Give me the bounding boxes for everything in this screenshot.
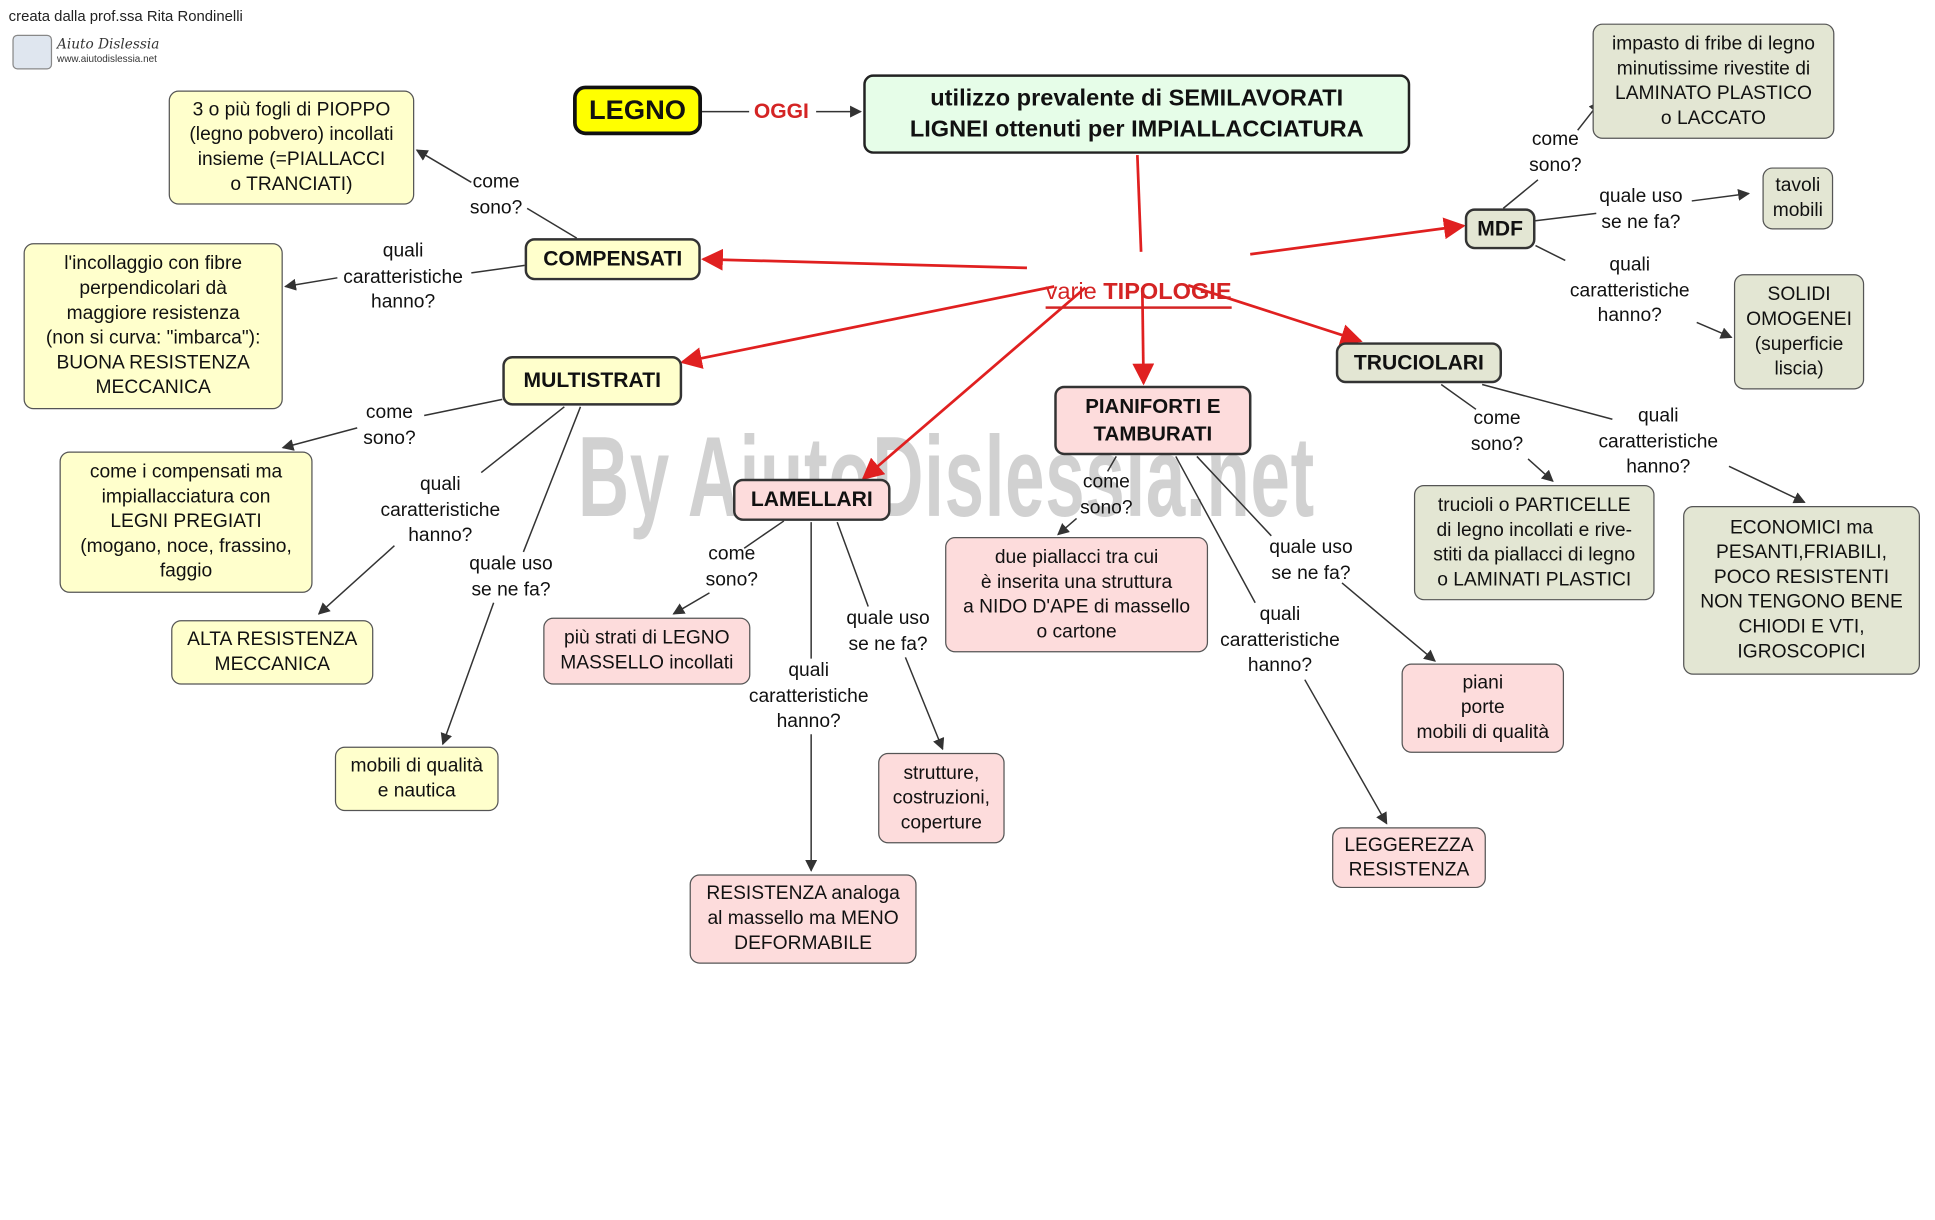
- link-truciolari-come: come sono?: [1470, 408, 1524, 455]
- edge-lamellari-come-arrow: [672, 592, 710, 615]
- node-lamellari-uso: strutture, costruzioni, coperture: [878, 752, 1005, 844]
- edge-multistrati-caratt: [480, 406, 565, 474]
- link-compensati-caratteristiche: quali caratteristiche hanno?: [343, 240, 463, 313]
- edge-multistrati-uso: [522, 406, 582, 553]
- link-lamellari-caratteristiche: quali caratteristiche hanno?: [748, 659, 869, 732]
- node-pianiforti-uso: piani porte mobili di qualità: [1401, 663, 1565, 753]
- edge-compensati-come: [526, 207, 578, 239]
- author-credit: creata dalla prof.ssa Rita Rondinelli: [8, 7, 243, 25]
- node-pianiforti-come: due piallacci tra cui è inserita una str…: [945, 537, 1209, 653]
- edge-varie-mdf: [1250, 217, 1466, 256]
- edge-multistrati-uso-arrow: [440, 602, 495, 746]
- edge-multistrati-caratt-arrow: [317, 545, 395, 615]
- link-truciolari-caratteristiche: quali caratteristiche hanno?: [1598, 405, 1719, 478]
- edge-compensati-caratt-arrow: [284, 277, 338, 291]
- edge-multistrati-come: [424, 398, 503, 417]
- edge-mdf-come: [1502, 179, 1539, 209]
- node-lamellari-caratteristiche: RESISTENZA analoga al massello ma MENO D…: [689, 874, 917, 964]
- edge-pianiforti-caratt-arrow: [1304, 679, 1388, 825]
- node-multistrati-come: come i compensati ma impiallacciatura co…: [59, 451, 313, 593]
- node-compensati-caratteristiche: l'incollaggio con fibre perpendicolari d…: [23, 243, 283, 410]
- edge-compensati-come-arrow: [415, 149, 472, 183]
- edge-lamellari-uso: [836, 521, 869, 607]
- edge-pianiforti-uso: [1196, 455, 1272, 537]
- link-oggi: OGGI: [753, 99, 809, 123]
- node-mdf: MDF: [1464, 208, 1536, 250]
- edge-mdf-uso: [1535, 212, 1597, 222]
- link-pianiforti-uso: quale uso se ne fa?: [1269, 537, 1353, 584]
- edge-multistrati-come-arrow: [281, 427, 358, 451]
- edge-pianiforti-uso-arrow: [1341, 582, 1436, 662]
- node-mdf-uso: tavoli mobili: [1762, 167, 1834, 230]
- edge-main-varie: [1135, 154, 1143, 252]
- link-mdf-come: come sono?: [1529, 128, 1582, 176]
- node-pianiforti-tamburati: PIANIFORTI E TAMBURATI: [1054, 385, 1252, 456]
- varie-label: varie: [1045, 279, 1104, 306]
- edge-pianiforti-come: [1106, 456, 1117, 472]
- node-multistrati-uso: mobili di qualità e nautica: [334, 746, 499, 812]
- node-mdf-caratteristiche: SOLIDI OMOGENEI (superficie liscia): [1733, 274, 1865, 390]
- edge-varie-lamellari: [861, 286, 1087, 481]
- node-varie-tipologie: varie TIPOLOGIE: [1045, 252, 1232, 309]
- connector-layer: [281, 100, 1806, 872]
- node-pianiforti-caratteristiche: LEGGEREZZA RESISTENZA: [1332, 827, 1486, 889]
- node-legno: LEGNO: [573, 85, 703, 136]
- node-compensati: COMPENSATI: [524, 238, 701, 281]
- node-multistrati-caratteristiche: ALTA RESISTENZA MECCANICA: [171, 620, 374, 685]
- link-multistrati-uso: quale uso se ne fa?: [469, 553, 553, 600]
- edge-mdf-caratt-arrow: [1696, 321, 1733, 339]
- link-pianiforti-come: come sono?: [1080, 471, 1133, 518]
- node-main-concept: utilizzo prevalente di SEMILAVORATI LIGN…: [863, 74, 1411, 154]
- node-truciolari-come: trucioli o PARTICELLE di legno incollati…: [1413, 484, 1655, 601]
- edge-varie-truciolari: [1187, 283, 1363, 346]
- node-multistrati: MULTISTRATI: [502, 355, 683, 406]
- node-lamellari-come: più strati di LEGNO MASSELLO incollati: [543, 617, 751, 685]
- edge-mdf-caratt: [1535, 244, 1566, 262]
- link-multistrati-caratteristiche: quali caratteristiche hanno?: [380, 473, 501, 546]
- link-pianiforti-caratteristiche: quali caratteristiche hanno?: [1220, 604, 1340, 676]
- tipologie-label: TIPOLOGIE: [1103, 279, 1232, 306]
- edge-lamellari-uso-arrow: [904, 657, 945, 751]
- edge-pianiforti-come-arrow: [1057, 517, 1078, 536]
- node-mdf-come: impasto di fribe di legno minutissime ri…: [1592, 23, 1835, 139]
- edge-truciolari-come: [1440, 383, 1477, 410]
- node-compensati-come: 3 o più fogli di PIOPPO (legno pobvero) …: [168, 90, 415, 205]
- node-lamellari: LAMELLARI: [733, 478, 891, 521]
- link-mdf-caratteristiche: quali caratteristiche hanno?: [1569, 254, 1690, 327]
- edge-truciolari-come-arrow: [1527, 458, 1554, 483]
- logo-title: Aiuto Dislessia: [57, 35, 160, 53]
- link-compensati-come: come sono?: [469, 171, 523, 218]
- edge-lamellari-come: [743, 520, 785, 549]
- link-lamellari-uso: quale uso se ne fa?: [846, 607, 930, 655]
- link-mdf-uso: quale uso se ne fa?: [1599, 186, 1683, 233]
- edge-truciolari-caratt: [1481, 383, 1613, 420]
- edge-varie-compensati: [701, 248, 1028, 271]
- site-logo: Aiuto Dislessia www.aiutodislessia.net: [12, 34, 163, 70]
- logo-url: www.aiutodislessia.net: [57, 53, 157, 65]
- link-multistrati-come: come sono?: [363, 401, 416, 449]
- edge-pianiforti-caratt: [1175, 456, 1256, 604]
- book-logo-icon: [12, 34, 53, 70]
- edge-varie-pianiforti: [1132, 287, 1155, 386]
- edge-varie-multistrati: [680, 285, 1055, 369]
- node-truciolari: TRUCIOLARI: [1335, 342, 1503, 384]
- edge-mdf-uso-arrow: [1691, 188, 1751, 202]
- edge-truciolari-caratt-arrow: [1728, 465, 1806, 504]
- edge-compensati-caratt: [471, 264, 525, 274]
- node-truciolari-caratteristiche: ECONOMICI ma PESANTI,FRIABILI, POCO RESI…: [1683, 506, 1920, 675]
- link-lamellari-come: come sono?: [705, 543, 758, 590]
